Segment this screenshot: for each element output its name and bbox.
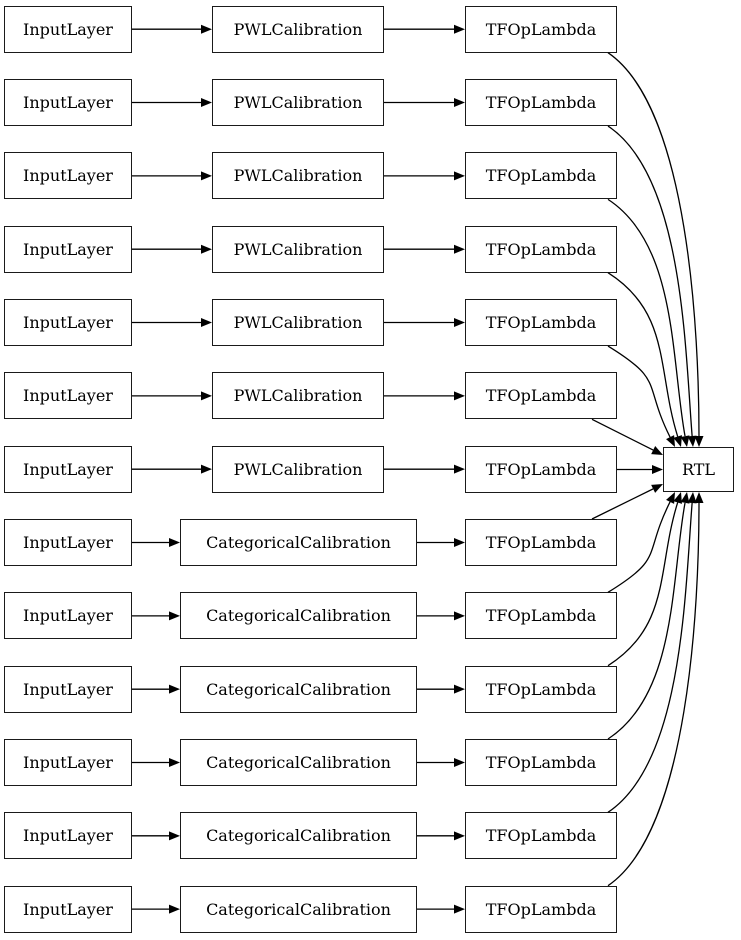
edge-lambda-11-to-rtl-arrowhead bbox=[680, 492, 690, 504]
edge-lambda-4-to-rtl-arrowhead bbox=[673, 435, 682, 447]
node-pwl-3: PWLCalibration bbox=[212, 152, 384, 200]
edge-lambda-9-to-rtl-arrowhead bbox=[666, 492, 675, 504]
edge-lambda-1-to-rtl bbox=[607, 52, 700, 437]
edge-cat-10-to-lambda-10-arrowhead bbox=[454, 684, 465, 694]
edge-pwl-7-to-lambda-7-arrowhead bbox=[454, 464, 465, 474]
node-cat-12: CategoricalCalibration bbox=[180, 812, 417, 860]
edge-input-10-to-cat-10-arrowhead bbox=[169, 684, 180, 694]
node-pwl-2: PWLCalibration bbox=[212, 79, 384, 127]
node-rtl: RTL bbox=[663, 447, 734, 492]
edge-lambda-1-to-rtl-arrowhead bbox=[694, 436, 704, 447]
edge-lambda-10-to-rtl-arrowhead bbox=[673, 492, 682, 504]
node-cat-13: CategoricalCalibration bbox=[180, 885, 417, 933]
node-cat-11: CategoricalCalibration bbox=[180, 739, 417, 786]
node-lambda-13: TFOpLambda bbox=[465, 885, 617, 933]
edge-input-13-to-cat-13-arrowhead bbox=[169, 904, 180, 914]
node-input-6: InputLayer bbox=[4, 372, 132, 420]
edge-input-2-to-pwl-2-arrowhead bbox=[201, 98, 212, 108]
edge-pwl-6-to-lambda-6-arrowhead bbox=[454, 391, 465, 401]
edge-pwl-4-to-lambda-4-arrowhead bbox=[454, 244, 465, 254]
edge-cat-11-to-lambda-11-arrowhead bbox=[454, 758, 465, 767]
node-lambda-6: TFOpLambda bbox=[465, 372, 617, 420]
edge-lambda-6-to-rtl-arrowhead bbox=[651, 446, 663, 455]
edge-lambda-5-to-rtl bbox=[607, 345, 671, 438]
node-input-8: InputLayer bbox=[4, 519, 132, 566]
node-pwl-1: PWLCalibration bbox=[212, 5, 384, 53]
node-input-3: InputLayer bbox=[4, 152, 132, 200]
node-input-12: InputLayer bbox=[4, 812, 132, 860]
node-lambda-10: TFOpLambda bbox=[465, 665, 617, 713]
node-input-1: InputLayer bbox=[4, 5, 132, 53]
edge-input-5-to-pwl-5-arrowhead bbox=[201, 318, 212, 328]
edge-lambda-11-to-rtl bbox=[607, 502, 686, 740]
edge-lambda-9-to-rtl bbox=[607, 501, 671, 593]
node-pwl-5: PWLCalibration bbox=[212, 299, 384, 347]
node-lambda-3: TFOpLambda bbox=[465, 152, 617, 200]
node-lambda-12: TFOpLambda bbox=[465, 812, 617, 860]
node-lambda-9: TFOpLambda bbox=[465, 592, 617, 640]
edge-lambda-12-to-rtl bbox=[607, 502, 693, 813]
edge-input-7-to-pwl-7-arrowhead bbox=[201, 464, 212, 474]
edge-pwl-5-to-lambda-5-arrowhead bbox=[454, 318, 465, 328]
edge-input-8-to-cat-8-arrowhead bbox=[169, 538, 180, 548]
node-input-2: InputLayer bbox=[4, 79, 132, 127]
edge-cat-12-to-lambda-12-arrowhead bbox=[454, 831, 465, 841]
node-input-4: InputLayer bbox=[4, 225, 132, 273]
edge-input-9-to-cat-9-arrowhead bbox=[169, 611, 180, 621]
node-lambda-7: TFOpLambda bbox=[465, 445, 617, 493]
edge-lambda-13-to-rtl bbox=[607, 502, 700, 887]
edge-lambda-13-to-rtl-arrowhead bbox=[694, 492, 704, 503]
node-lambda-11: TFOpLambda bbox=[465, 739, 617, 786]
edge-input-1-to-pwl-1-arrowhead bbox=[201, 24, 212, 34]
node-input-9: InputLayer bbox=[4, 592, 132, 640]
node-lambda-5: TFOpLambda bbox=[465, 299, 617, 347]
node-input-10: InputLayer bbox=[4, 665, 132, 713]
edge-lambda-10-to-rtl bbox=[607, 502, 679, 667]
node-cat-8: CategoricalCalibration bbox=[180, 519, 417, 566]
edge-cat-8-to-lambda-8-arrowhead bbox=[454, 538, 465, 548]
edge-lambda-3-to-rtl-arrowhead bbox=[680, 435, 690, 447]
edge-lambda-2-to-rtl-arrowhead bbox=[687, 435, 697, 447]
edge-lambda-4-to-rtl bbox=[607, 272, 679, 437]
edge-lambda-5-to-rtl-arrowhead bbox=[666, 435, 675, 447]
node-pwl-6: PWLCalibration bbox=[212, 372, 384, 420]
node-lambda-2: TFOpLambda bbox=[465, 79, 617, 127]
node-cat-10: CategoricalCalibration bbox=[180, 665, 417, 713]
edge-cat-13-to-lambda-13-arrowhead bbox=[454, 904, 465, 914]
edge-input-11-to-cat-11-arrowhead bbox=[169, 758, 180, 767]
node-lambda-4: TFOpLambda bbox=[465, 225, 617, 273]
edge-pwl-2-to-lambda-2-arrowhead bbox=[454, 98, 465, 108]
node-pwl-7: PWLCalibration bbox=[212, 445, 384, 493]
edge-input-4-to-pwl-4-arrowhead bbox=[201, 244, 212, 254]
edge-lambda-12-to-rtl-arrowhead bbox=[687, 492, 697, 504]
edge-cat-9-to-lambda-9-arrowhead bbox=[454, 611, 465, 621]
edge-lambda-8-to-rtl bbox=[591, 488, 654, 520]
edge-input-12-to-cat-12-arrowhead bbox=[169, 831, 180, 841]
edge-lambda-8-to-rtl-arrowhead bbox=[651, 484, 663, 493]
node-pwl-4: PWLCalibration bbox=[212, 225, 384, 273]
edge-lambda-3-to-rtl bbox=[607, 198, 686, 437]
edge-lambda-7-to-rtl-arrowhead bbox=[652, 465, 663, 474]
node-lambda-8: TFOpLambda bbox=[465, 519, 617, 566]
edge-pwl-1-to-lambda-1-arrowhead bbox=[454, 24, 465, 34]
edge-pwl-3-to-lambda-3-arrowhead bbox=[454, 171, 465, 181]
edge-input-6-to-pwl-6-arrowhead bbox=[201, 391, 212, 401]
node-input-11: InputLayer bbox=[4, 739, 132, 786]
node-input-7: InputLayer bbox=[4, 445, 132, 493]
node-input-5: InputLayer bbox=[4, 299, 132, 347]
edge-lambda-2-to-rtl bbox=[607, 125, 693, 437]
node-lambda-1: TFOpLambda bbox=[465, 5, 617, 53]
node-cat-9: CategoricalCalibration bbox=[180, 592, 417, 640]
node-input-13: InputLayer bbox=[4, 885, 132, 933]
edge-input-3-to-pwl-3-arrowhead bbox=[201, 171, 212, 181]
